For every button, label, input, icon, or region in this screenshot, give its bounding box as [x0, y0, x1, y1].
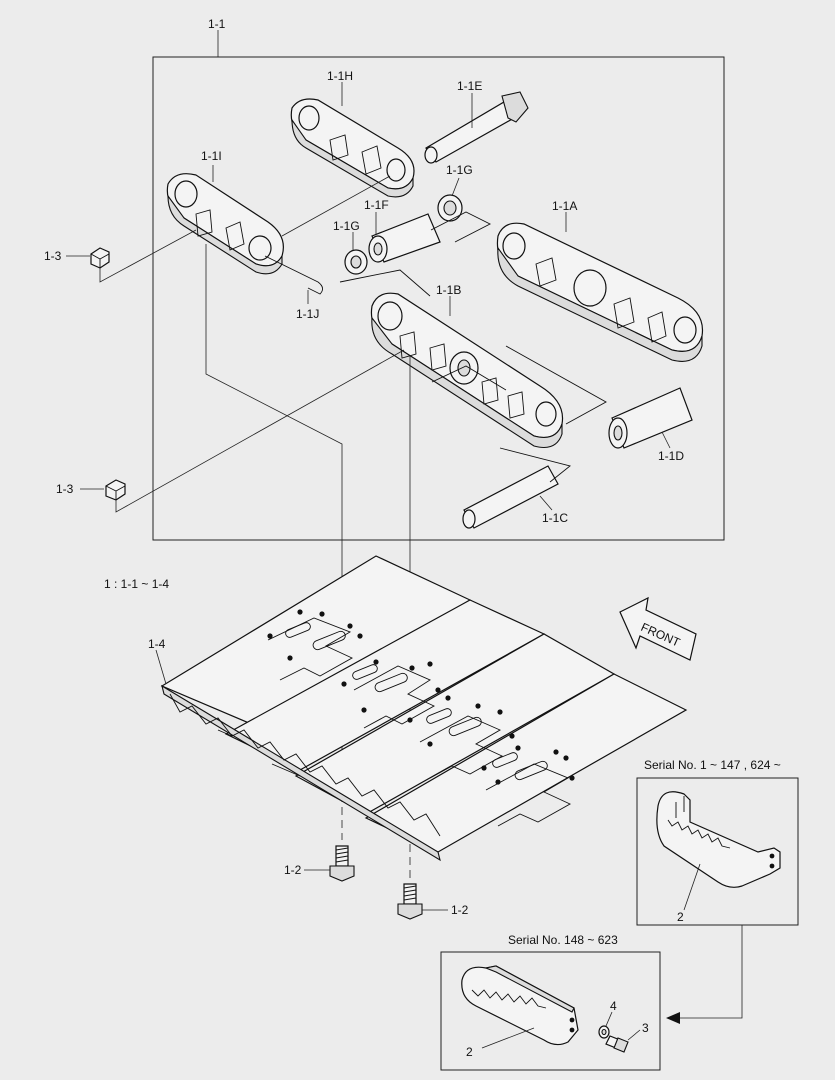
label-nut-1-3-top: 1-3 [44, 249, 62, 263]
bolt-3 [605, 1035, 629, 1053]
label-pin-1-1j: 1-1J [296, 307, 319, 321]
nut-1-3-top [90, 247, 110, 269]
label-bolt-1-2-right: 1-2 [451, 903, 469, 917]
assembly-frame [152, 56, 725, 541]
label-link-1-1b: 1-1B [436, 283, 461, 297]
serial-b-frame [440, 951, 661, 1071]
label-pin-1-1e: 1-1E [457, 79, 482, 93]
serial-a-frame [636, 777, 799, 926]
link-1-1b [370, 292, 564, 449]
bushing-1-1f [368, 213, 441, 263]
bushing-1-1d [608, 387, 693, 449]
pin-1-1c [462, 465, 559, 529]
link-1-1a [496, 222, 704, 362]
label-bolt-1-2-left: 1-2 [284, 863, 302, 877]
nut-1-3-bottom [105, 479, 126, 501]
label-guard-2-type-a: 2 [677, 910, 684, 924]
washer-4 [598, 1025, 610, 1039]
label-link-1-1h: 1-1H [327, 69, 353, 83]
label-bushing-1-1d: 1-1D [658, 449, 684, 463]
seal-1-1g-top [437, 194, 463, 222]
label-guard-2-type-b: 2 [466, 1045, 473, 1059]
connector-arrowhead [666, 1012, 680, 1024]
label-bolt-3: 3 [642, 1021, 649, 1035]
label-link-1-1i: 1-1I [201, 149, 222, 163]
label-link-1-1a: 1-1A [552, 199, 577, 213]
label-assembly: 1-1 [208, 17, 226, 31]
guard-2-type-a [656, 791, 781, 888]
label-bushing-1-1f: 1-1F [364, 198, 389, 212]
pin-1-1e [424, 91, 529, 164]
link-1-1h [290, 98, 415, 198]
label-washer-4: 4 [610, 999, 617, 1013]
label-nut-1-3-bottom: 1-3 [56, 482, 74, 496]
label-pin-1-1c: 1-1C [542, 511, 568, 525]
label-seal-1-1g-left: 1-1G [333, 219, 360, 233]
front-direction-arrow: FRONT [619, 596, 697, 661]
guard-2-type-b [461, 965, 579, 1046]
bolt-1-2-right [397, 883, 423, 920]
label-shoe-1-4: 1-4 [148, 637, 166, 651]
pin-1-1j [264, 255, 323, 295]
seal-1-1g-left [344, 249, 368, 275]
bolt-1-2-left [329, 845, 355, 882]
label-seal-1-1g-top: 1-1G [446, 163, 473, 177]
serial-a-caption: Serial No. 1 ~ 147 , 624 ~ [644, 758, 781, 772]
track-shoe-1-4 [160, 555, 688, 862]
group-note: 1 : 1-1 ~ 1-4 [104, 577, 169, 591]
serial-b-caption: Serial No. 148 ~ 623 [508, 933, 618, 947]
link-1-1i [166, 173, 284, 275]
